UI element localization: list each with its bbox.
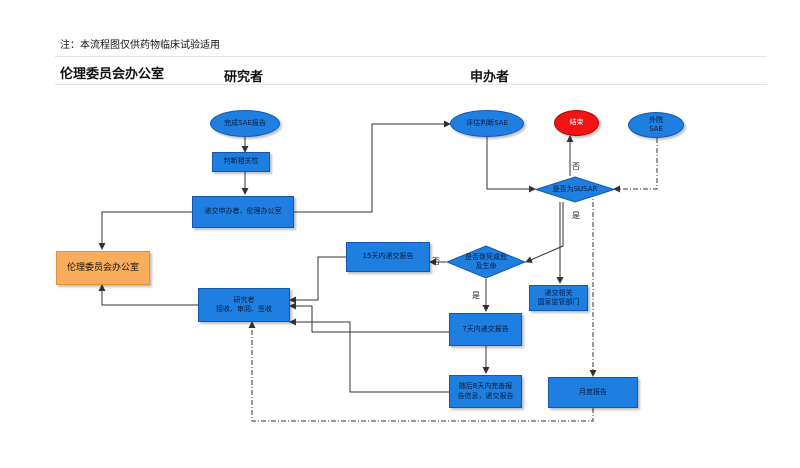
label-no-top: 否 <box>572 162 580 171</box>
edge-susar-to-death <box>525 202 564 263</box>
label-yes-bottom: 是 <box>572 211 580 220</box>
footnote: 注：本流程图仅供药物临床试验适用 <box>60 40 220 51</box>
node-evaluate-sae: 评估判断SAE <box>450 110 524 137</box>
node-submit-national: 递交相关 国家监管部门 <box>529 285 588 311</box>
label-no-left: 否 <box>432 257 440 266</box>
edge-7day-to-researcher <box>289 302 449 333</box>
lane-header-researcher: 研究者 <box>224 70 264 85</box>
node-report-7: 7天内递交报告 <box>449 313 522 346</box>
node-monthly: 月度报告 <box>548 377 638 408</box>
edge-monthly-to-researcher <box>248 321 594 422</box>
node-end: 结束 <box>554 110 599 136</box>
node-judge-relation: 判断相关性 <box>212 152 270 172</box>
label-yes-down: 是 <box>472 291 480 300</box>
decision-susar-shape <box>535 176 615 203</box>
node-report-15: 15天内递交报告 <box>346 242 430 272</box>
decision-death: 是否致死或危 及生命 <box>465 252 507 270</box>
edge-evaluate-to-susar <box>486 137 536 193</box>
divider-header <box>55 84 767 85</box>
lane-header-ethics: 伦理委员会办公室 <box>60 67 165 82</box>
decision-death-shape <box>446 245 526 279</box>
edge-followup-to-researcher <box>289 318 449 393</box>
node-followup: 随后8天内完善报 告信息，递交报告 <box>449 375 522 408</box>
edge-submit-to-ethics <box>98 211 192 250</box>
edge-external-to-susar <box>613 138 658 193</box>
node-researcher-receive: 研究者 接收、审阅、签收 <box>198 288 290 322</box>
divider-top <box>55 56 767 57</box>
edge-researcher-to-ethics <box>98 284 198 306</box>
node-external-sae: 外院 SAE <box>628 112 684 138</box>
edge-submit-to-evaluate <box>294 120 451 213</box>
node-ethics-office: 伦理委员会办公室 <box>56 251 150 285</box>
node-submit: 递交申办者、伦理办公室 <box>192 196 294 228</box>
lane-header-sponsor: 申办者 <box>470 70 510 85</box>
decision-susar: 是否为SUSAR <box>552 184 598 193</box>
node-complete-sae: 完成SAE报告 <box>210 110 280 137</box>
edge-15day-to-researcher <box>289 256 346 304</box>
